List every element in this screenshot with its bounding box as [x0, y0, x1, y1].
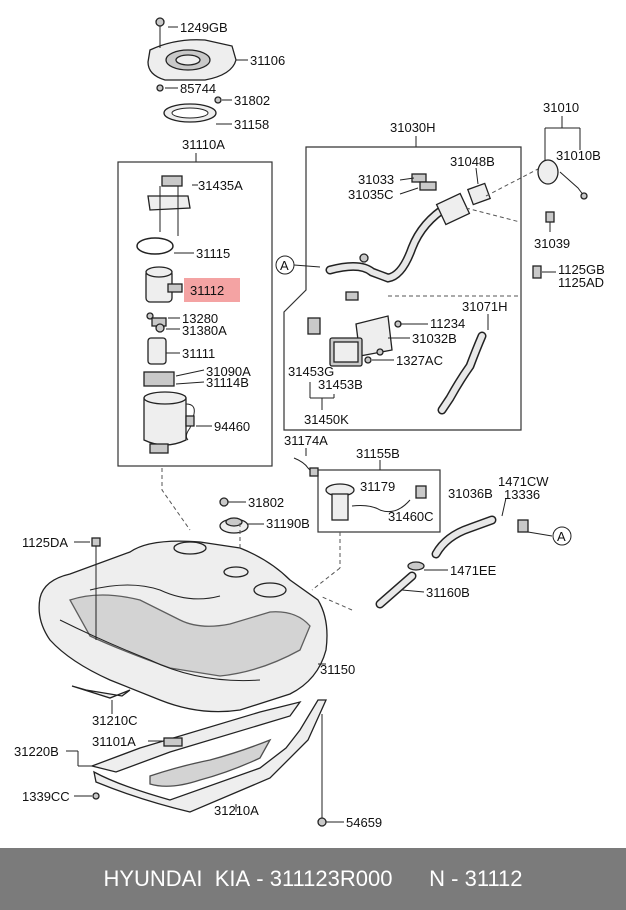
label-31190B: 31190B: [266, 516, 310, 531]
label-1125DA: 1125DA: [22, 535, 68, 550]
label-31802: 31802: [234, 93, 270, 108]
label-31030H: 31030H: [390, 120, 436, 135]
label-31035C: 31035C: [348, 187, 394, 202]
label-31110A: 31110A: [182, 137, 225, 152]
label-13280: 13280: [182, 311, 218, 326]
label-31210A: 31210A: [214, 803, 259, 818]
label-1125AD: 1125AD: [558, 275, 604, 290]
label-31453B: 31453B: [318, 377, 363, 392]
label-1125GB: 1125GB: [558, 262, 605, 277]
footer-brand: HYUNDAI KIA: [103, 866, 251, 891]
label-1471CW: 1471CW: [498, 474, 549, 489]
label-31111: 31111: [182, 346, 215, 361]
footer-n-label: N: [429, 866, 446, 891]
footer-separator-2: -: [445, 866, 465, 891]
label-31450K: 31450K: [304, 412, 349, 427]
filler-neck-parts: [307, 167, 541, 415]
cover-plate-group: [147, 17, 248, 125]
label-31150: 31150: [320, 662, 355, 677]
ref-a-circle-lower: [552, 526, 572, 546]
label-31160B: 31160B: [426, 585, 470, 600]
label-31090A: 31090A: [206, 364, 251, 379]
pump-module-box: [117, 161, 273, 467]
label-31048B: 31048B: [450, 154, 495, 169]
label-31071H: 31071H: [462, 299, 508, 314]
label-31174A: 31174A: [284, 433, 328, 448]
label-1327AC: 1327AC: [396, 353, 443, 368]
filler-neck-box: [283, 146, 522, 431]
label-31210C: 31210C: [92, 713, 138, 728]
footer-diagram-number: 31112: [464, 866, 523, 891]
label-31033: 31033: [358, 172, 394, 187]
label-31380A: 31380A: [182, 323, 227, 338]
tank-straps-and-shield: [66, 685, 344, 827]
label-31039: 31039: [534, 236, 570, 251]
ref-a-label-upper: A: [280, 258, 289, 273]
label-31106: 31106: [250, 53, 285, 68]
part-number-footer: HYUNDAI KIA - 311123R000 N - 31112: [0, 848, 626, 910]
label-31036B: 31036B: [448, 486, 493, 501]
label-31435A: 31435A: [198, 178, 243, 193]
label-31220B: 31220B: [14, 744, 59, 759]
parts-diagram: 1249GB 31106 85744 31802 31158 31110A: [14, 17, 605, 830]
label-11234: 11234: [430, 316, 465, 331]
label-13336: 13336: [504, 487, 540, 502]
label-31802-lower: 31802: [248, 495, 284, 510]
label-31101A: 31101A: [92, 734, 136, 749]
label-31010B: 31010B: [556, 148, 601, 163]
label-31032B: 31032B: [412, 331, 457, 346]
footer-part-number: 311123R000: [269, 866, 393, 891]
label-31010: 31010: [543, 100, 579, 115]
footer-separator: -: [250, 866, 270, 891]
label-31179: 31179: [360, 479, 395, 494]
label-31158: 31158: [234, 117, 269, 132]
fuel-cap-group: [532, 116, 588, 279]
label-31112: 31112: [190, 283, 224, 298]
label-1471EE: 1471EE: [450, 563, 497, 578]
label-1339CC: 1339CC: [22, 789, 70, 804]
highlight-31112: [184, 278, 240, 302]
label-31155B: 31155B: [356, 446, 400, 461]
label-54659: 54659: [346, 815, 382, 830]
label-94460: 94460: [214, 419, 250, 434]
middle-row-parts: [161, 448, 553, 611]
pump-module-parts: [136, 175, 212, 454]
label-31460C: 31460C: [388, 509, 434, 524]
label-1249GB: 1249GB: [180, 20, 228, 35]
label-31453G: 31453G: [288, 364, 334, 379]
ref-a-label-lower: A: [557, 529, 566, 544]
label-31114B: 31114B: [206, 375, 249, 390]
label-31115: 31115: [196, 246, 230, 261]
label-85744: 85744: [180, 81, 216, 96]
fuel-tank: [38, 520, 328, 713]
footer-gap: [392, 866, 429, 892]
